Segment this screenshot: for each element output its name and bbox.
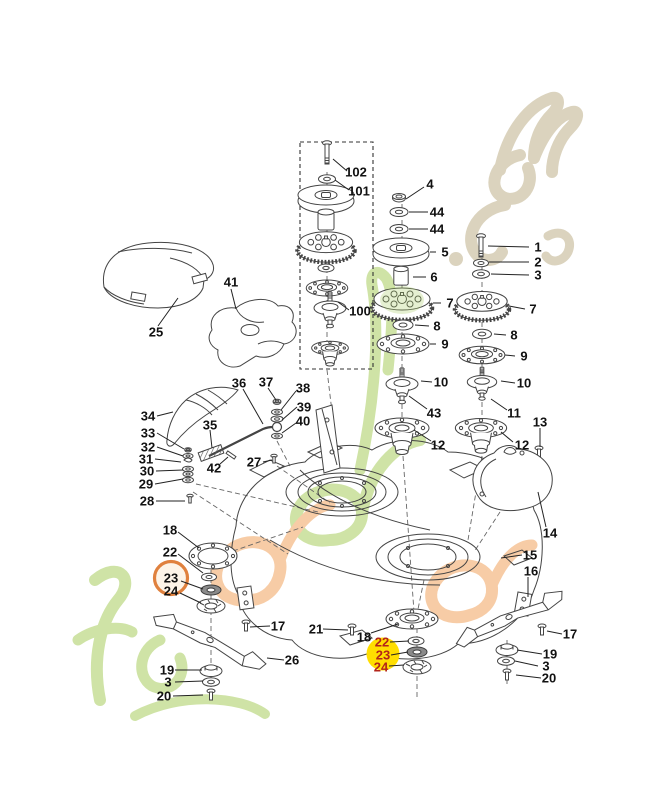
leader-lines — [155, 159, 562, 696]
spindle-column-grouped — [298, 140, 355, 367]
washer-39 — [270, 415, 284, 423]
spindle-column-right — [455, 233, 509, 454]
pin-42 — [226, 451, 236, 459]
blade-26 — [149, 606, 270, 675]
flange-18-middle — [385, 608, 439, 630]
nut-37 — [272, 398, 282, 405]
bolt-27 — [270, 453, 278, 464]
bolt-20-right — [502, 668, 512, 681]
spring-35 — [198, 445, 224, 462]
washer-40 — [271, 432, 283, 440]
rod-36 — [209, 423, 282, 457]
deck-bracket — [316, 405, 340, 473]
deflector-25 — [103, 242, 213, 308]
cover-14 — [473, 446, 552, 511]
bracket-41 — [209, 299, 296, 367]
hardware-stack-33-28 — [182, 447, 194, 504]
highlight-circle-yellow — [366, 637, 400, 671]
washer-38 — [271, 408, 283, 416]
blade-assembly-right — [451, 584, 568, 681]
watermark-tint-overlay — [380, 286, 424, 314]
highlight-circle-orange — [155, 562, 188, 595]
bolt-17-left — [241, 619, 251, 632]
cover-34 — [167, 387, 238, 446]
bolt-17-right — [537, 623, 547, 636]
